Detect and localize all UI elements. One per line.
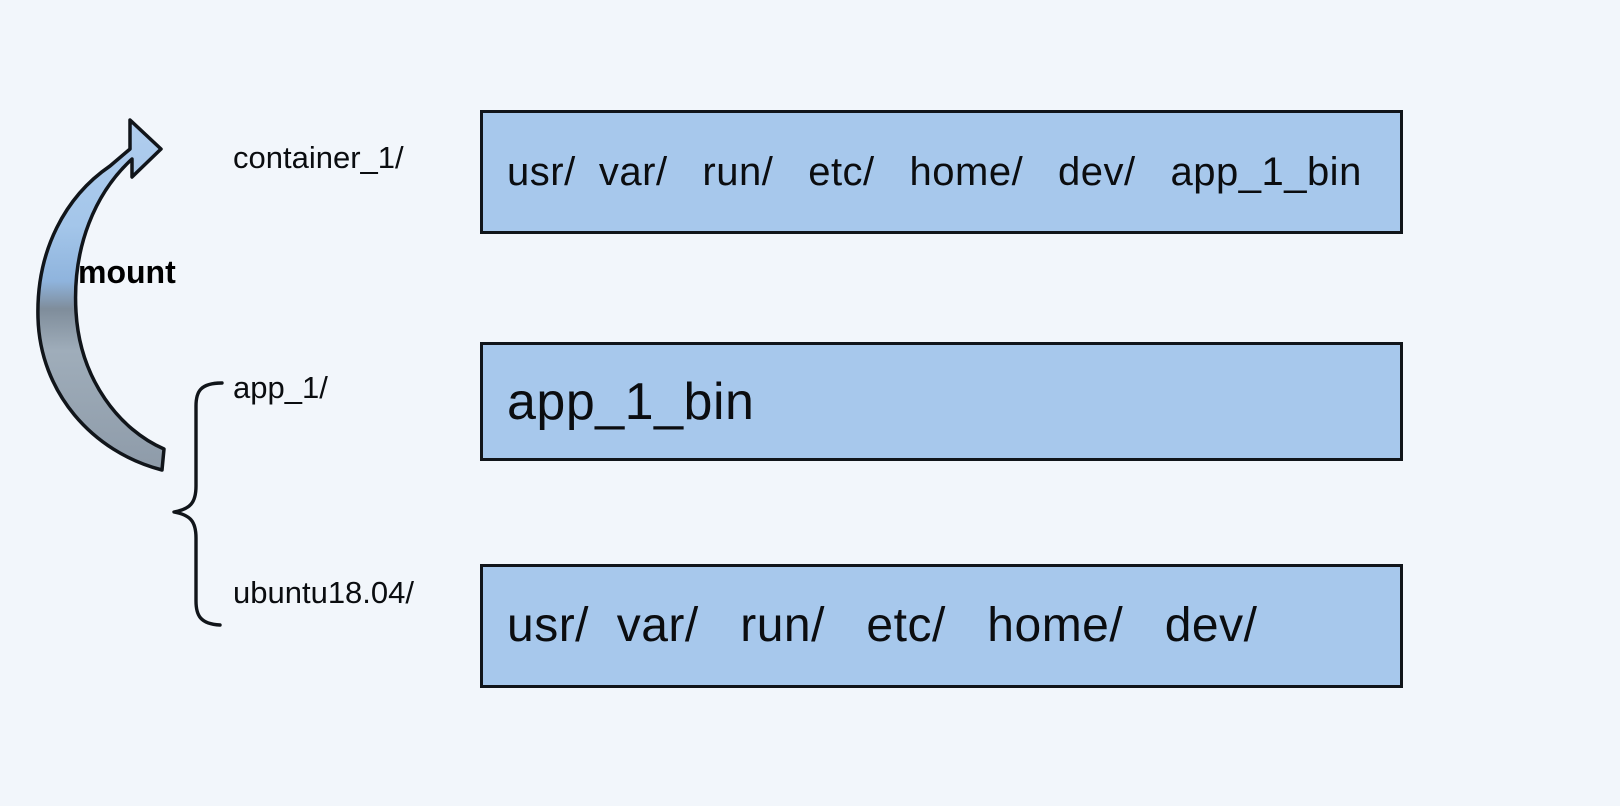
- layer-group-brace: [172, 381, 224, 627]
- layer-contents-ubuntu: usr/ var/ run/ etc/ home/ dev/: [507, 599, 1258, 652]
- mount-label: mount: [78, 254, 176, 290]
- layer-box-container: usr/ var/ run/ etc/ home/ dev/ app_1_bin: [480, 110, 1403, 234]
- layer-label-ubuntu: ubuntu18.04/: [233, 575, 415, 610]
- layer-contents-app: app_1_bin: [507, 372, 755, 431]
- layer-contents-container: usr/ var/ run/ etc/ home/ dev/ app_1_bin: [507, 150, 1362, 194]
- mount-arrow-icon: [36, 118, 166, 472]
- layer-box-ubuntu: usr/ var/ run/ etc/ home/ dev/: [480, 564, 1403, 688]
- layer-label-app: app_1/: [233, 370, 328, 405]
- layer-box-app: app_1_bin: [480, 342, 1403, 461]
- mount-arrow-ribbon: [29, 145, 163, 516]
- layer-label-container: container_1/: [233, 140, 404, 175]
